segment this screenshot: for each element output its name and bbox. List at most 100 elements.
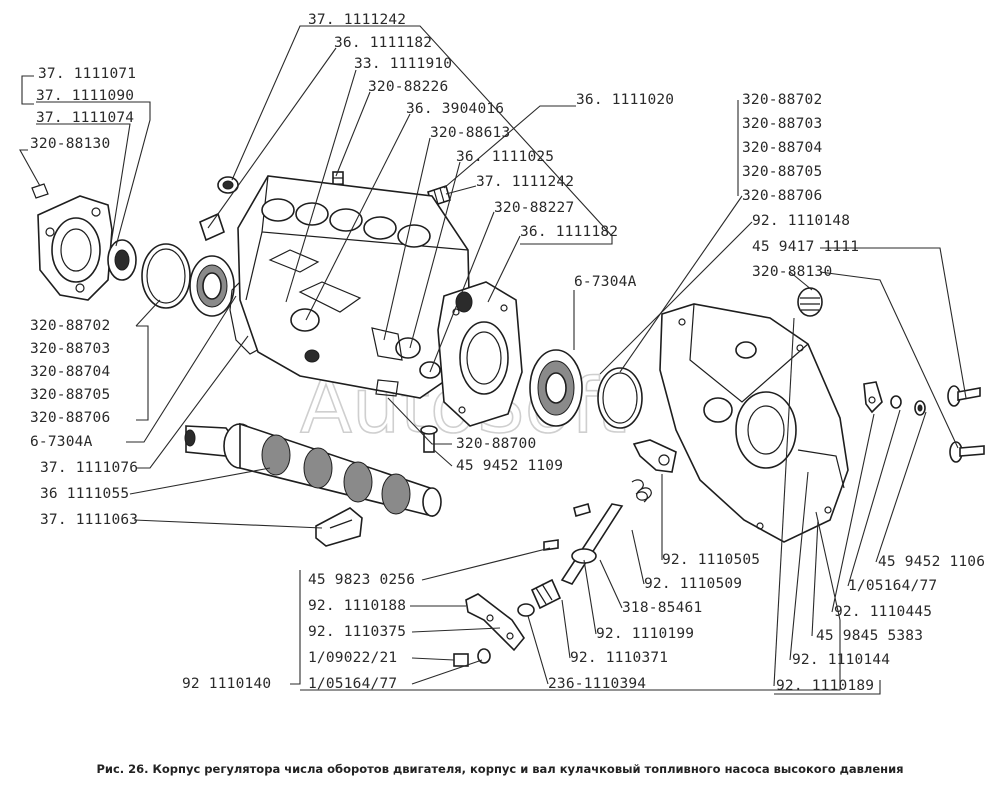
- gasket-ring-right: [597, 367, 643, 429]
- leader-a10: [487, 235, 521, 303]
- label-1-09022-21: 1/09022/21: [308, 650, 397, 666]
- leader-e10: [599, 559, 623, 609]
- figure-caption: Рис. 26. Корпус регулятора числа оборото…: [96, 762, 904, 776]
- leader-f01: [875, 411, 927, 563]
- label-92-1110375: 92. 1110375: [308, 624, 406, 640]
- leader-f06: [773, 317, 795, 687]
- bolt-housing-bottom: [420, 425, 438, 453]
- seal-left: [107, 239, 137, 281]
- label-320-88704-left: 320-88704: [30, 364, 110, 380]
- label-320-88702-left: 320-88702: [30, 318, 110, 334]
- label-320-88703-left: 320-88703: [30, 341, 110, 357]
- label-320-88705-left: 320-88705: [30, 387, 110, 403]
- keys-small: [543, 503, 591, 551]
- leader-a06: [383, 137, 431, 341]
- label-236-1110394: 236-1110394: [548, 676, 646, 692]
- label-37-1111242-b: 37. 1111242: [476, 174, 574, 190]
- label-92-1110371: 92. 1110371: [570, 650, 668, 666]
- plug-regulator: [797, 287, 823, 317]
- leader-f02: [847, 409, 901, 587]
- label-320-88613: 320-88613: [430, 125, 510, 141]
- label-36-1111020: 36. 1111020: [576, 92, 674, 108]
- bearing-right: [529, 349, 583, 427]
- label-36-1111025: 36. 1111025: [456, 149, 554, 165]
- camshaft: [184, 422, 442, 518]
- label-92-1110144: 92. 1110144: [792, 652, 890, 668]
- label-37-1111074: 37. 1111074: [36, 110, 134, 126]
- label-45-9417-1111: 45 9417 1111: [752, 239, 859, 255]
- label-320-88706-left: 320-88706: [30, 410, 110, 426]
- leader-d08: [819, 271, 959, 449]
- leader-d08b: [789, 271, 813, 291]
- label-320-88130-left: 320-88130: [30, 136, 110, 152]
- fork-lever: [465, 593, 525, 652]
- label-36-1111182-b: 36. 1111182: [520, 224, 618, 240]
- label-36-3904016: 36. 3904016: [406, 101, 504, 117]
- leader-e11: [631, 529, 645, 585]
- label-92-1110199: 92. 1110199: [596, 626, 694, 642]
- leader-b12: [129, 467, 271, 495]
- label-320-88704-right: 320-88704: [742, 140, 822, 156]
- label-45-9452-1109: 45 9452 1109: [456, 458, 563, 474]
- label-37-1111076: 37. 1111076: [40, 460, 138, 476]
- label-320-88130-right: 320-88130: [752, 264, 832, 280]
- label-45-9452-1106: 45 9452 1106: [878, 554, 985, 570]
- flange-cover: [31, 183, 113, 301]
- label-320-88226: 320-88226: [368, 79, 448, 95]
- leader-f03: [831, 413, 875, 613]
- leader-e07: [527, 615, 549, 685]
- label-320-88705-right: 320-88705: [742, 164, 822, 180]
- leader-f04: [811, 519, 819, 637]
- leader-c02: [387, 397, 452, 445]
- leader-e01: [421, 547, 551, 581]
- label-318-85461: 318-85461: [622, 600, 702, 616]
- leader-a08: [445, 185, 477, 195]
- leader-e04: [411, 657, 455, 661]
- label-92-1110189: 92. 1110189: [776, 678, 874, 694]
- label-37-1111063: 37. 1111063: [40, 512, 138, 528]
- leader-b05: [135, 299, 161, 327]
- label-92-1110445: 92. 1110445: [834, 604, 932, 620]
- leader-lines: [19, 25, 967, 695]
- label-37-1111242-a: 37. 1111242: [308, 12, 406, 28]
- leader-b02: [36, 101, 151, 247]
- label-320-88703-right: 320-88703: [742, 116, 822, 132]
- leader-b-bracket2: [136, 325, 149, 421]
- regulator-housing: [659, 303, 849, 543]
- leader-e03: [411, 627, 501, 633]
- bushing-threaded: [517, 578, 562, 617]
- label-1-05164-77-right: 1/05164/77: [848, 578, 937, 594]
- screw-right-bottom: [949, 441, 985, 463]
- leader-d05: [619, 195, 743, 373]
- parts-drawing: [31, 171, 985, 667]
- pump-housing: [237, 175, 471, 399]
- leader-d07: [820, 247, 967, 399]
- lever-arm: [632, 439, 677, 473]
- label-320-88227: 320-88227: [494, 200, 574, 216]
- label-45-9845-5383: 45 9845 5383: [816, 628, 923, 644]
- leader-a09: [429, 211, 495, 373]
- leader-e-bracket: [290, 570, 301, 685]
- housing-rear-flange: [437, 281, 523, 427]
- label-36-1111055: 36 1111055: [40, 486, 129, 502]
- label-92-1110148: 92. 1110148: [752, 213, 850, 229]
- leader-b11: [136, 335, 249, 469]
- leader-e09: [583, 559, 597, 635]
- label-1-05164-77-left: 1/05164/77: [308, 676, 397, 692]
- label-33-1111910: 33. 1111910: [354, 56, 452, 72]
- leader-b04: [19, 149, 41, 187]
- sleeve-top-left: [199, 212, 225, 242]
- screw-right-top: [947, 385, 981, 407]
- bolt-bottom: [453, 648, 491, 667]
- label-6-7304a-right: 6-7304A: [574, 274, 637, 290]
- plug-top-left: [217, 176, 239, 194]
- label-320-88700: 320-88700: [456, 436, 536, 452]
- leader-a04: [335, 91, 371, 177]
- leader-f06b: [774, 680, 881, 695]
- leader-f05: [789, 471, 809, 661]
- leader-b10: [126, 295, 237, 443]
- label-92-1110509: 92. 1110509: [644, 576, 742, 592]
- leader-d06: [599, 221, 753, 375]
- label-37-1111090: 37. 1111090: [36, 88, 134, 104]
